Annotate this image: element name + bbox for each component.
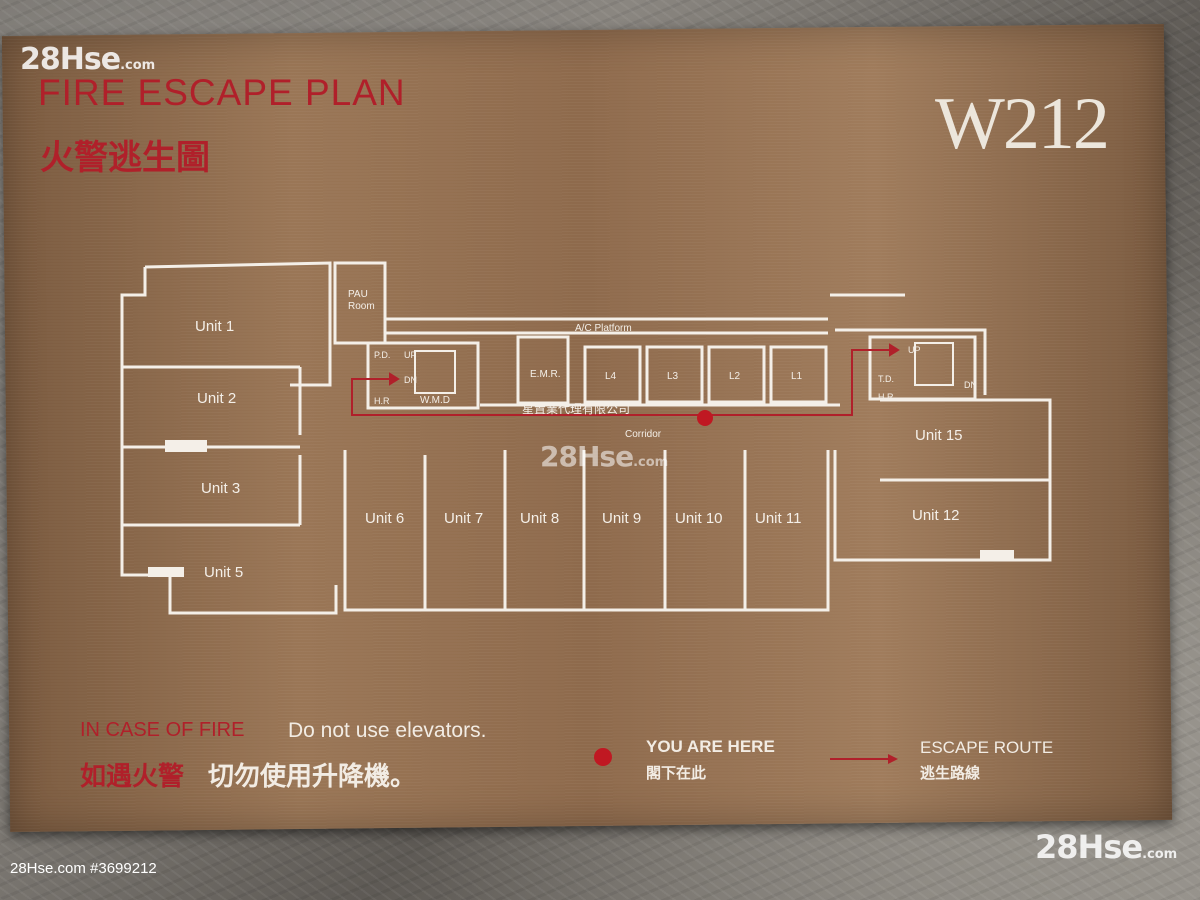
lift-l2 bbox=[707, 345, 766, 404]
emr-label: E.M.R. bbox=[530, 369, 561, 380]
title-english: FIRE ESCAPE PLAN bbox=[38, 72, 406, 113]
td-label: T.D. bbox=[878, 374, 894, 384]
warning-chinese-red: 如遇火警 bbox=[80, 762, 185, 792]
stair-left-wall bbox=[366, 341, 480, 410]
you-are-here-english: YOU ARE HERE bbox=[646, 737, 775, 756]
up-label-left: UP bbox=[404, 350, 417, 360]
escape-route-arrow-icon bbox=[830, 754, 898, 764]
pd-label: P.D. bbox=[374, 350, 390, 360]
pau-label-2: Room bbox=[348, 301, 375, 312]
floor-plan: Unit 1 Unit 2 Unit 3 Unit 5 Unit 6 Unit … bbox=[120, 261, 1052, 615]
lift-l1 bbox=[769, 345, 828, 404]
escape-route-right-arrow bbox=[889, 343, 900, 357]
lift-l4-label: L4 bbox=[605, 371, 617, 382]
unit7-label: Unit 7 bbox=[444, 510, 483, 527]
right-block-outer bbox=[835, 328, 987, 395]
stair-right-wall bbox=[868, 335, 977, 401]
wmd-label: W.M.D bbox=[420, 395, 450, 406]
unit1-label: Unit 1 bbox=[195, 318, 234, 335]
you-are-here-dot-icon bbox=[594, 748, 612, 766]
lift-l3 bbox=[645, 345, 704, 404]
photo-id-caption: 28Hse.com #3699212 bbox=[10, 860, 157, 877]
watermark-bottom: 28Hse.com bbox=[1035, 828, 1178, 866]
corridor-label: Corridor bbox=[625, 429, 662, 440]
dn-label-right: DN bbox=[964, 380, 977, 390]
unit12-label: Unit 12 bbox=[912, 507, 960, 524]
emr-room-wall bbox=[516, 335, 570, 405]
unit2-label: Unit 2 bbox=[197, 390, 236, 407]
escape-route-english: ESCAPE ROUTE bbox=[920, 738, 1054, 757]
lift-l1-label: L1 bbox=[791, 371, 803, 382]
dn-label-left: DN bbox=[404, 375, 417, 385]
fixture-unit5 bbox=[148, 567, 184, 577]
unit8-label: Unit 8 bbox=[520, 510, 559, 527]
management-label: 星置業代理有限公司 bbox=[522, 402, 630, 416]
unit5-label: Unit 5 bbox=[204, 564, 243, 581]
you-are-here-marker bbox=[697, 410, 713, 426]
unit15-wall bbox=[880, 398, 1052, 482]
stair-right-flight bbox=[914, 342, 954, 386]
escape-route-left bbox=[351, 378, 700, 416]
watermark-top: 28Hse.com bbox=[20, 42, 156, 77]
building-logo: W212 bbox=[935, 83, 1110, 165]
lift-l2-label: L2 bbox=[729, 371, 741, 382]
fixture-unit2 bbox=[165, 440, 207, 452]
lower-units-wall bbox=[343, 450, 830, 612]
escape-route-right bbox=[712, 349, 890, 416]
pau-room-wall bbox=[333, 261, 387, 345]
unit9-label: Unit 9 bbox=[602, 510, 641, 527]
hr-label-left: H.R bbox=[374, 396, 390, 406]
fixture-unit12 bbox=[980, 550, 1014, 560]
you-are-here-chinese: 閣下在此 bbox=[646, 764, 707, 782]
lift-l4 bbox=[583, 345, 642, 404]
left-block-wall-outer bbox=[120, 267, 338, 615]
pau-label-1: PAU bbox=[348, 289, 368, 300]
unit3-label: Unit 3 bbox=[201, 480, 240, 497]
unit11-label: Unit 11 bbox=[755, 510, 801, 527]
title-chinese: 火警逃生圖 bbox=[40, 138, 210, 178]
escape-route-left-arrow bbox=[389, 372, 400, 386]
unit10-label: Unit 10 bbox=[675, 510, 723, 527]
unit15-label: Unit 15 bbox=[915, 427, 963, 444]
warning-english-white: Do not use elevators. bbox=[288, 719, 487, 742]
escape-route-chinese: 逃生路線 bbox=[920, 764, 981, 782]
ac-platform-label: A/C Platform bbox=[575, 323, 632, 334]
hr-label-right: H.R bbox=[878, 392, 894, 402]
left-block-wall bbox=[144, 261, 332, 387]
warning-chinese-white: 切勿使用升降機。 bbox=[208, 762, 417, 792]
warning-english-red: IN CASE OF FIRE bbox=[80, 719, 245, 741]
stair-left-flight bbox=[414, 350, 456, 394]
watermark-middle: 28Hse.com bbox=[540, 440, 669, 473]
up-label-right: UP bbox=[908, 345, 921, 355]
unit6-label: Unit 6 bbox=[365, 510, 404, 527]
unit12-wall bbox=[833, 450, 1052, 562]
lift-l3-label: L3 bbox=[667, 371, 679, 382]
